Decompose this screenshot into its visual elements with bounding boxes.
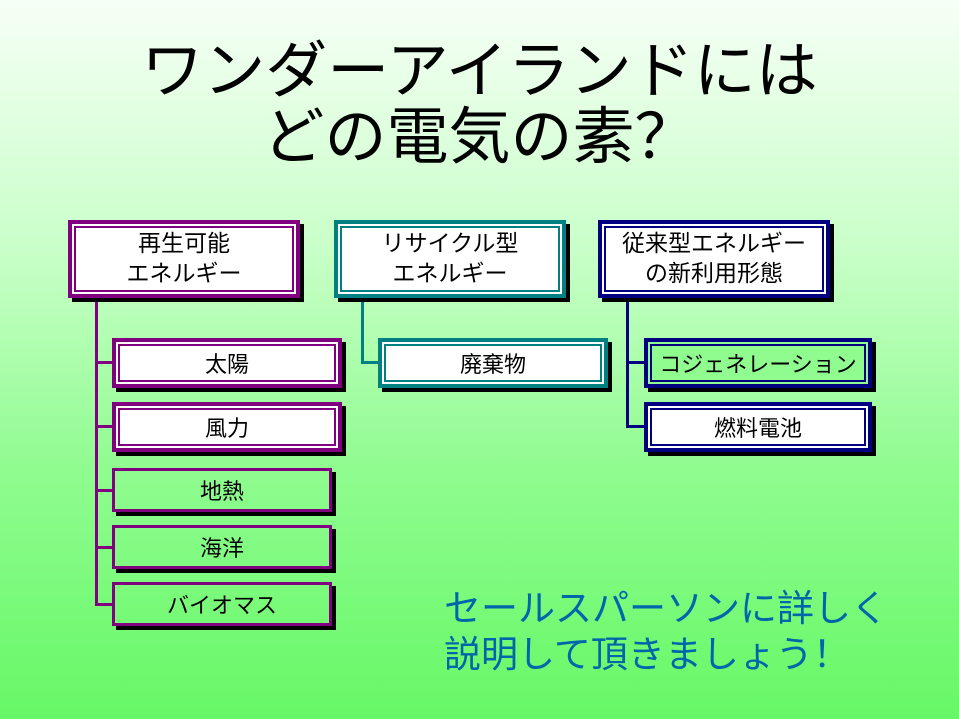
connector (361, 361, 379, 364)
category-conventional: 従来型エネルギーの新利用形態 (598, 220, 830, 298)
connector (95, 361, 113, 364)
category-renewable: 再生可能エネルギー (68, 220, 300, 298)
slide-title: ワンダーアイランドには どの電気の素？ (141, 34, 818, 173)
connector (95, 298, 98, 605)
connector (95, 425, 113, 428)
item-fuel-cell: 燃料電池 (644, 402, 872, 452)
item-ocean: 海洋 (112, 525, 332, 569)
category-recycle: リサイクル型エネルギー (334, 220, 566, 298)
item-solar: 太陽 (112, 338, 342, 388)
connector (95, 489, 113, 492)
connector (626, 425, 644, 428)
item-cogeneration: コジェネレーション (644, 338, 872, 388)
connector (626, 361, 644, 364)
item-waste: 廃棄物 (378, 338, 608, 388)
item-biomass: バイオマス (112, 582, 332, 626)
connector (95, 546, 113, 549)
connector (361, 298, 364, 364)
note-text: セールスパーソンに詳しく 説明して頂きましょう！ (444, 587, 888, 676)
item-geothermal: 地熱 (112, 468, 332, 512)
connector (95, 603, 113, 606)
item-wind: 風力 (112, 402, 342, 452)
